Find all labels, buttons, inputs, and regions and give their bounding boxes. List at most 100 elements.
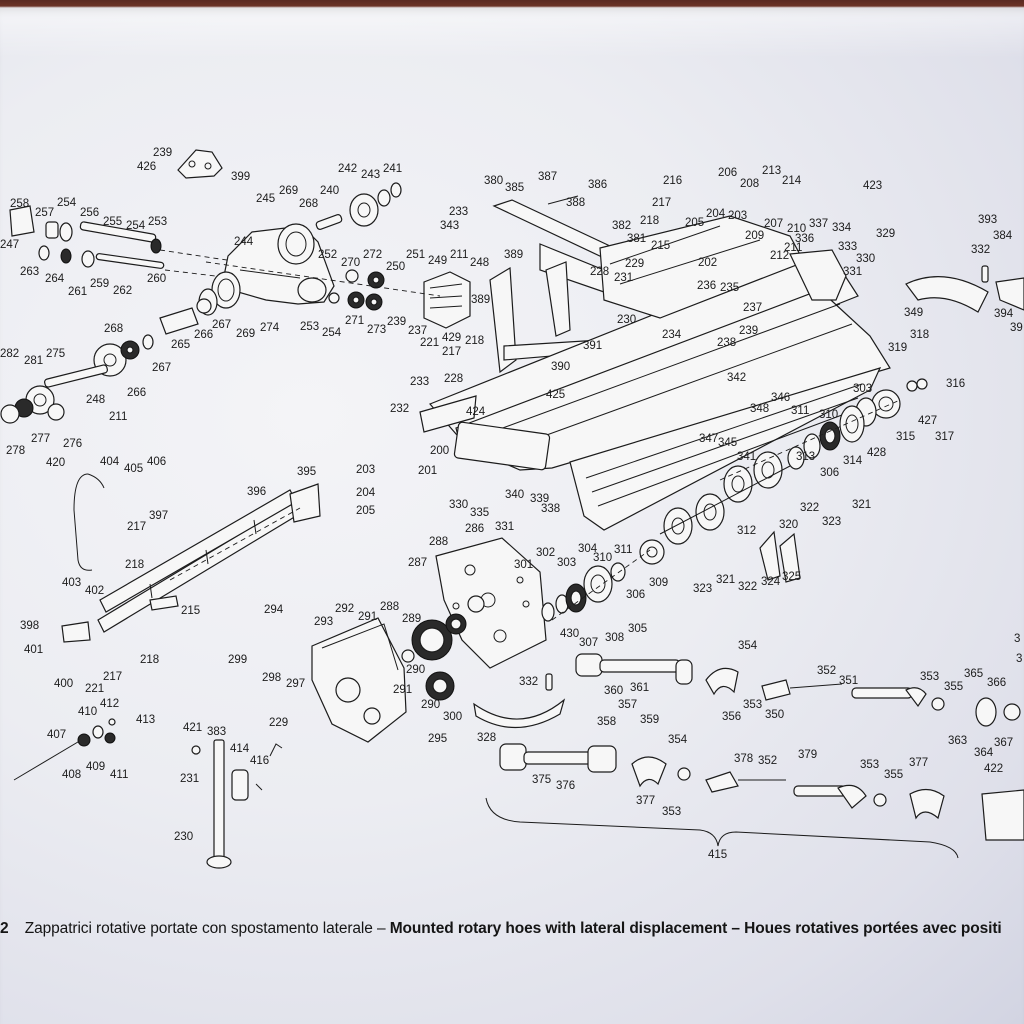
callout: 292 bbox=[335, 603, 354, 615]
callout: 405 bbox=[124, 463, 143, 475]
callout: 359 bbox=[640, 714, 659, 726]
callout: 396 bbox=[247, 486, 266, 498]
callout: 399 bbox=[231, 171, 250, 183]
callout: 234 bbox=[662, 329, 682, 341]
caption-italian: Zappatrici rotative portate con spostame… bbox=[24, 920, 386, 937]
part-side-tube-frame bbox=[61, 473, 321, 643]
part-249-guard-frame bbox=[423, 271, 471, 329]
callout: 261 bbox=[68, 286, 87, 298]
callout: 375 bbox=[532, 774, 551, 786]
callout: 324 bbox=[761, 576, 781, 588]
callout: 389 bbox=[504, 249, 523, 261]
callout: 428 bbox=[867, 447, 886, 459]
callout: 239 bbox=[387, 316, 406, 328]
callout: 252 bbox=[318, 249, 337, 261]
callout: 215 bbox=[181, 605, 200, 617]
callout: 387 bbox=[538, 171, 557, 183]
part-lower-shaft-group bbox=[0, 298, 212, 424]
callout: 353 bbox=[662, 806, 681, 818]
callout: 424 bbox=[466, 406, 486, 418]
callout: 347 bbox=[699, 433, 718, 445]
callout: 269 bbox=[279, 185, 298, 197]
part-399-bracket bbox=[177, 149, 223, 179]
callout: 265 bbox=[171, 339, 190, 351]
callout: 357 bbox=[618, 699, 637, 711]
callout: 343 bbox=[440, 220, 459, 232]
callout: 416 bbox=[250, 755, 269, 767]
callout: 425 bbox=[546, 389, 565, 401]
callout: 271 bbox=[345, 315, 364, 327]
callout: 267 bbox=[212, 319, 231, 331]
callout: 379 bbox=[798, 749, 817, 761]
callout: 263 bbox=[20, 266, 39, 278]
callout: 230 bbox=[174, 831, 193, 843]
callout: 366 bbox=[987, 677, 1006, 689]
callout: 302 bbox=[536, 547, 555, 559]
callout: 248 bbox=[470, 257, 489, 269]
callout: 401 bbox=[24, 644, 43, 656]
callout: 422 bbox=[984, 763, 1003, 775]
part-pto-shaft-row1 bbox=[575, 653, 1021, 727]
callout: 331 bbox=[843, 266, 862, 278]
callout: 266 bbox=[127, 387, 146, 399]
callout: 330 bbox=[449, 499, 468, 511]
callout: 332 bbox=[971, 244, 990, 256]
callout: 400 bbox=[54, 678, 73, 690]
page-top-edge bbox=[0, 8, 1024, 58]
callout: 217 bbox=[103, 671, 122, 683]
callout: 338 bbox=[541, 503, 560, 515]
callout: 334 bbox=[832, 222, 852, 234]
callout: 242 bbox=[338, 163, 357, 175]
callout: 380 bbox=[484, 175, 503, 187]
caption-english: Mounted rotary hoes with lateral displac… bbox=[389, 920, 728, 937]
callout: 244 bbox=[234, 236, 254, 248]
callout: 215 bbox=[651, 240, 670, 252]
callout: 354 bbox=[738, 640, 758, 652]
callout: 203 bbox=[728, 210, 747, 222]
callout: 255 bbox=[103, 216, 122, 228]
callout: 376 bbox=[556, 780, 575, 792]
callout: 257 bbox=[35, 207, 54, 219]
callout: 274 bbox=[260, 322, 280, 334]
callout: 311 bbox=[614, 544, 632, 556]
callout: 311 bbox=[791, 405, 809, 417]
callout: 304 bbox=[578, 543, 598, 555]
callout: 345 bbox=[718, 437, 737, 449]
callout: 328 bbox=[477, 732, 496, 744]
callout: 39 bbox=[1010, 322, 1023, 334]
callout: 420 bbox=[46, 457, 65, 469]
part-328-blade bbox=[473, 673, 566, 729]
callout: 332 bbox=[519, 676, 538, 688]
callout: 349 bbox=[904, 307, 923, 319]
callout: 381 bbox=[627, 233, 646, 245]
callout: 398 bbox=[20, 620, 39, 632]
callout: 231 bbox=[614, 272, 633, 284]
part-hoe-body bbox=[419, 215, 891, 531]
callout: 3 bbox=[1016, 653, 1022, 665]
callout: 389 bbox=[471, 294, 490, 306]
callout: 325 bbox=[782, 571, 801, 583]
callout: 201 bbox=[418, 465, 437, 477]
callout: 358 bbox=[597, 716, 616, 728]
callout: 423 bbox=[863, 180, 882, 192]
part-bearings-301-311 bbox=[541, 539, 665, 622]
callout: 221 bbox=[85, 683, 104, 695]
callout: 333 bbox=[838, 241, 857, 253]
callout: 353 bbox=[920, 671, 939, 683]
callout: 410 bbox=[78, 706, 97, 718]
callout: 341 bbox=[737, 451, 756, 463]
callout: 352 bbox=[758, 755, 777, 767]
callout: 262 bbox=[113, 285, 132, 297]
callout: 331 bbox=[495, 521, 514, 533]
callout: 426 bbox=[137, 161, 156, 173]
callout: 254 bbox=[126, 220, 146, 232]
callout: 391 bbox=[583, 340, 602, 352]
callout: 256 bbox=[80, 207, 99, 219]
callout: 288 bbox=[380, 601, 399, 613]
callout: 251 bbox=[406, 249, 425, 261]
callout: 247 bbox=[0, 239, 19, 251]
part-324-325-brackets bbox=[759, 530, 801, 583]
callout: 250 bbox=[386, 261, 405, 273]
callout: 314 bbox=[843, 455, 863, 467]
